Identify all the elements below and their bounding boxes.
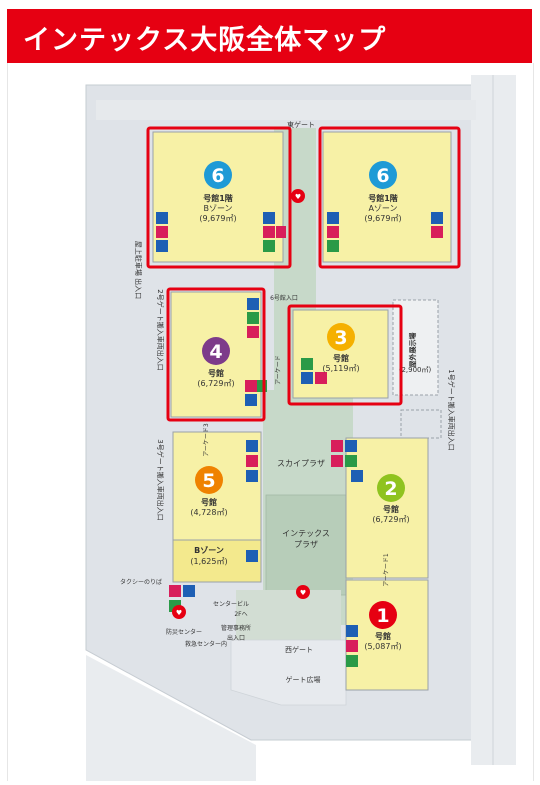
road-southwest xyxy=(86,655,256,781)
arcade-1-label: アーケード1 xyxy=(383,553,390,587)
hall-1-number: 1 xyxy=(376,605,389,627)
east-gate-label: 東ゲート xyxy=(287,120,315,129)
outdoor-exhibition-label: 屋外展示場 xyxy=(408,333,417,368)
center-2f-label: 2Fへ xyxy=(234,611,247,618)
restroom-icons-5 xyxy=(246,440,258,562)
disaster-center-label: 防災センター xyxy=(166,628,202,636)
hall-1-number-badge xyxy=(369,601,397,629)
firstaid-label: 救急センター内 xyxy=(185,640,227,648)
admin-office-label: 管理事務所 xyxy=(221,624,251,632)
hall-5-number: 5 xyxy=(202,470,215,492)
svg-text:♥: ♥ xyxy=(300,589,306,597)
hall-1-area-text: (5,087㎡) xyxy=(364,642,401,651)
restroom-icons-1 xyxy=(346,625,358,667)
hall-1-label: 号館 xyxy=(375,631,391,641)
hall-4-number: 4 xyxy=(209,341,222,363)
highlight-hall-4 xyxy=(166,287,266,422)
hall-6b-area-text: (9,679㎡) xyxy=(199,214,236,223)
title-bar: インテックス大阪全体マップ xyxy=(7,9,532,63)
intex-plaza-label-1: インテックス xyxy=(282,529,330,538)
svg-text:♥: ♥ xyxy=(176,609,182,617)
hall-3-number-badge xyxy=(327,323,355,351)
restroom-icons-6a xyxy=(327,212,443,252)
hall-1-area xyxy=(345,579,429,691)
west-gate-label: 西ゲート xyxy=(285,645,313,654)
hall-2-area-text: (6,729㎡) xyxy=(372,515,409,524)
page-title: インテックス大阪全体マップ xyxy=(23,25,387,56)
hall-4-area-text: (6,729㎡) xyxy=(197,379,234,388)
aed-icon: ♥ xyxy=(172,605,186,619)
restroom-icons-2 xyxy=(331,440,363,482)
center-building-label: センタービル xyxy=(213,600,249,608)
hall-6a-number: 6 xyxy=(376,165,389,187)
hall6-entrance-label: 6号館入口 xyxy=(270,294,298,302)
hall-6a-area-text: (9,679㎡) xyxy=(364,214,401,223)
gate3-entrance-label: 3号ゲート搬入車両出入口 xyxy=(156,439,165,520)
hall-4-number-badge xyxy=(202,337,230,365)
highlight-hall-6a xyxy=(318,126,461,269)
taxi-label: タクシーのりば xyxy=(120,578,162,586)
aed-icon: ♥ xyxy=(296,585,310,599)
intex-plaza-label-2: プラザ xyxy=(294,540,318,549)
south-plaza xyxy=(230,639,347,706)
hall-6b-zone: Bゾーン xyxy=(203,204,232,213)
hall-6a-area xyxy=(322,131,452,263)
hall-6b-area xyxy=(152,131,284,263)
hall-6a-zone: Aゾーン xyxy=(368,204,397,213)
highlight-hall-6b xyxy=(146,126,292,269)
hall-3-area-text: (5,119㎡) xyxy=(322,364,359,373)
hall-5-number-badge xyxy=(195,466,223,494)
hall-4-label: 号館 xyxy=(208,368,224,378)
gate-plaza-label: ゲート広場 xyxy=(286,675,321,684)
hall-2-area xyxy=(345,437,429,579)
arcade-label: アーケード xyxy=(275,355,282,385)
sky-plaza-label: スカイプラザ xyxy=(277,459,325,468)
hall-5-area-text: (4,728㎡) xyxy=(190,508,227,517)
hall-6b-number: 6 xyxy=(211,165,224,187)
hall-6a-label: 号館1階 xyxy=(368,193,398,203)
admin-entrance-label: 出入口 xyxy=(227,634,245,642)
svg-text:♥: ♥ xyxy=(295,193,301,201)
arcade-3-label: アーケード3 xyxy=(203,423,210,457)
hall-3-label: 号館 xyxy=(333,353,349,363)
hall-3-number: 3 xyxy=(334,327,347,349)
hall-2-label: 号館 xyxy=(383,504,399,514)
hall-6b-label: 号館1階 xyxy=(203,193,233,203)
outdoor-exhibition-area: (2,900㎡) xyxy=(399,366,432,374)
map-frame: ♥ ♥ ♥ 6 号館1階 Bゾーン (9,679㎡) 6 号館1階 Aゾーン (… xyxy=(7,63,534,781)
hall-5b-zone-label: Bゾーン xyxy=(194,545,224,555)
highlight-hall-3 xyxy=(287,304,403,406)
rooftop-parking-entrance-label: 屋上駐車場 出入口 xyxy=(134,241,143,299)
south-corridor xyxy=(236,590,341,645)
hall-5-label: 号館 xyxy=(201,497,217,507)
restroom-icons-4 xyxy=(245,298,267,406)
hall-6b-number-badge xyxy=(204,161,232,189)
restroom-icons-6b xyxy=(156,212,286,252)
hall-2-number: 2 xyxy=(384,478,397,500)
hall-6a-number-badge xyxy=(369,161,397,189)
hall-2-number-badge xyxy=(377,474,405,502)
gate1-entrance-label: 1号ゲート搬入車両出入口 xyxy=(447,369,456,450)
gate2-entrance-label: 2号ゲート搬入車両出入口 xyxy=(156,289,165,370)
hall-5b-area-text: (1,625㎡) xyxy=(190,557,227,566)
venue-map: ♥ ♥ ♥ 6 号館1階 Bゾーン (9,679㎡) 6 号館1階 Aゾーン (… xyxy=(85,75,516,781)
north-walkway xyxy=(96,100,476,120)
restroom-icons-3 xyxy=(301,358,327,384)
aed-icon: ♥ xyxy=(291,189,305,203)
